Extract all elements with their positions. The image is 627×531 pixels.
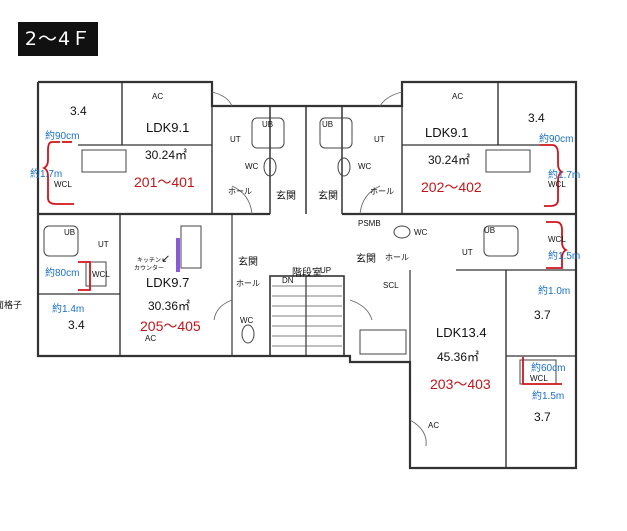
u203-ldk: LDK13.4 — [436, 325, 487, 340]
u205-wc: WC — [240, 316, 254, 325]
door-swings — [211, 91, 427, 447]
u203-wcl-b: WCL — [530, 374, 548, 383]
u201-area: 30.24㎡ — [145, 148, 188, 162]
u205-ldk: LDK9.7 — [146, 275, 190, 290]
u202-wcl: WCL — [548, 180, 566, 189]
u202-rooms: 202～402 — [421, 179, 482, 195]
u205-hall: ホール — [236, 279, 260, 288]
u205-kitchen-line1: キッチン — [137, 258, 162, 264]
u205-kitchen-line2: カウンター — [134, 266, 165, 272]
u205-wcl-depth: 約1.4m — [52, 304, 85, 315]
u205-area: 30.36㎡ — [148, 299, 191, 313]
floor-badge: 2～4Ｆ — [18, 22, 98, 56]
u201-ut: UT — [230, 135, 241, 144]
u203-ut: UT — [462, 248, 473, 257]
u202-ldk: LDK9.1 — [425, 125, 469, 140]
u202-hall: ホール — [370, 187, 394, 196]
u205-rooms: 205～405 — [140, 318, 201, 334]
stairs-up: UP — [320, 266, 332, 275]
u203-rooms: 203～403 — [430, 376, 491, 392]
u203-wcl-b-depth: 約1.5m — [532, 391, 565, 402]
u205-bedroom: 3.4 — [68, 318, 85, 332]
u205-entrance: 玄関 — [238, 257, 258, 268]
stairs-dn: DN — [282, 276, 294, 285]
u202-wc: WC — [358, 162, 372, 171]
u203-ac: AC — [428, 421, 440, 430]
u203-wcl-a-depth: 約1.5m — [548, 251, 581, 262]
u201-entrance: 玄関 — [276, 191, 296, 202]
u201-wc: WC — [245, 162, 259, 171]
u203-area: 45.36㎡ — [437, 350, 480, 364]
kitchen-counter-bar — [176, 238, 180, 272]
u201-rooms: 201～401 — [134, 174, 195, 190]
stairs-label: 階段室 — [292, 268, 322, 279]
u202-wcl-width: 約90cm — [539, 134, 574, 145]
u203-hall: ホール — [385, 253, 409, 262]
u205-ut: UT — [98, 240, 109, 249]
u201-ac: AC — [152, 92, 164, 101]
u202-area: 30.24㎡ — [428, 153, 471, 167]
kitchen-arrow-icon: ↙ — [161, 253, 171, 265]
u202-ub: UB — [322, 120, 334, 129]
u205-ub: UB — [64, 228, 76, 237]
u201-wcl: WCL — [54, 180, 72, 189]
u205-wcl: WCL — [92, 270, 110, 279]
u201-hall: ホール — [228, 187, 252, 196]
u201-wcl-depth: 約1.7m — [30, 169, 63, 180]
u203-wcl-b-width: 約60cm — [531, 363, 566, 374]
stair-treads — [272, 285, 342, 347]
u203-wcl-a-width: 約1.0m — [538, 286, 571, 297]
u202-bedroom: 3.4 — [528, 111, 545, 125]
u203-entrance: 玄関 — [356, 254, 376, 265]
u201-wcl-width: 約90cm — [45, 131, 80, 142]
u201-ldk: LDK9.1 — [146, 120, 190, 135]
u201-bedroom: 3.4 — [70, 104, 87, 118]
u203-scl: SCL — [383, 281, 399, 290]
u203-bedroom-a: 3.7 — [534, 308, 551, 322]
u205-ac: AC — [145, 334, 157, 343]
u203-psmb: PSMB — [358, 219, 381, 228]
u203-bedroom-b: 3.7 — [534, 410, 551, 424]
u201-ub: UB — [262, 120, 274, 129]
wcl-brackets — [41, 141, 569, 385]
u203-ub: UB — [484, 226, 496, 235]
u205-wcl-width: 約80cm — [45, 268, 80, 279]
u202-wcl-depth: 約1.7m — [548, 170, 581, 181]
u202-entrance: 玄関 — [318, 191, 338, 202]
u203-wcl-a: WCL — [548, 235, 566, 244]
u202-ac: AC — [452, 92, 464, 101]
left-edge-text: 面格子 — [0, 300, 23, 310]
u202-ut: UT — [374, 135, 385, 144]
u203-wc: WC — [414, 228, 428, 237]
fixtures — [43, 117, 557, 385]
